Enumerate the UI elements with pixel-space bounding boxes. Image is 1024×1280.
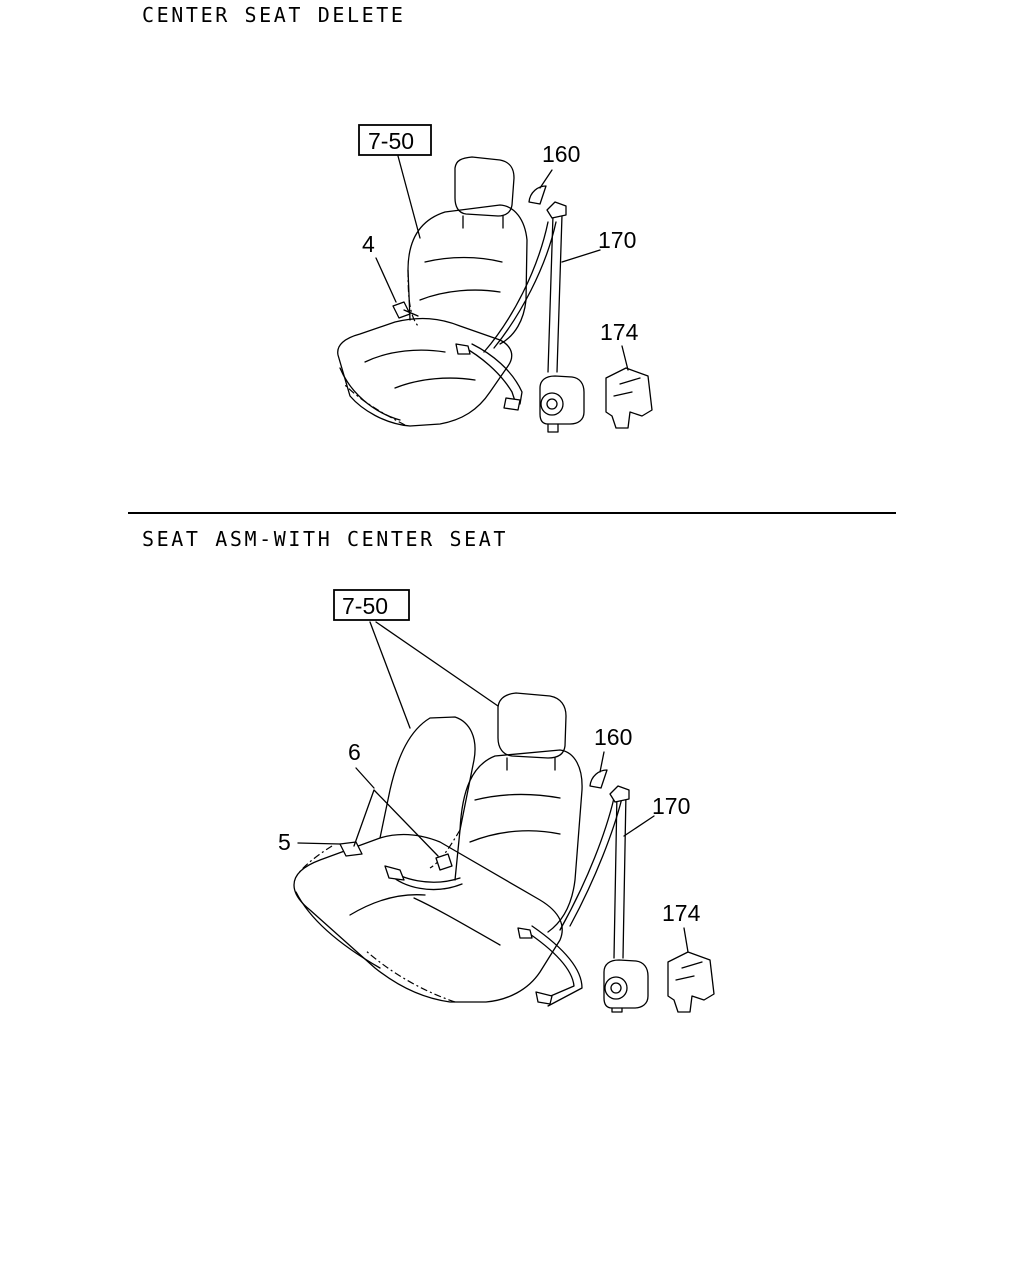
callout-160: 160 [594,724,632,750]
shoulder-belt [483,214,563,373]
callout-174: 174 [662,900,701,926]
seat-back [407,204,528,345]
ref-label-7-50: 7-50 [368,128,414,154]
leader-174 [683,927,689,953]
driver-seat-back [454,749,583,933]
leader-170 [623,815,655,837]
callout-170: 170 [598,227,636,253]
lap-belt [455,343,523,411]
buckle-part-6 [384,853,463,891]
leader-160 [599,751,605,773]
section-title-center-seat-delete: CENTER SEAT DELETE [142,3,406,27]
shoulder-belt [559,791,627,959]
leader-6-triangle [353,789,439,857]
leader-160 [539,169,553,189]
ref-label-7-50: 7-50 [342,593,388,619]
lap-belt [517,925,583,1007]
headrest [454,156,515,229]
callout-5: 5 [278,829,291,855]
diagram-center-seat-delete: 7-50 160 170 174 4 [337,124,653,433]
leader-ref-center [369,621,411,729]
leader-6 [355,767,375,789]
callout-6: 6 [348,739,361,765]
callout-174: 174 [600,319,639,345]
section-title-seat-asm-with-center-seat: SEAT ASM-WITH CENTER SEAT [142,527,509,551]
buckle-part-4 [392,301,419,319]
callout-160: 160 [542,141,580,167]
seat-cushion [337,317,513,427]
section-divider [128,512,896,514]
leader-170 [561,249,601,263]
leader-5 [297,842,341,845]
retractor [539,375,585,433]
ref-box-7-50 [358,124,432,156]
callout-170: 170 [652,793,690,819]
callout-4: 4 [362,231,375,257]
leader-174 [621,345,629,371]
center-seat-back [379,716,476,869]
anchor-part-160 [528,185,567,219]
leader-ref [397,155,421,239]
bench-cushion [293,833,563,1003]
ref-box-7-50 [333,589,410,621]
anchor-part-160 [589,769,630,803]
cover-part-174 [605,367,653,429]
retractor [603,959,649,1013]
buckle-part-5 [297,841,363,875]
headrest [497,692,567,771]
cover-part-174 [667,951,715,1013]
leader-ref-driver [375,621,499,707]
leader-4 [375,257,397,303]
